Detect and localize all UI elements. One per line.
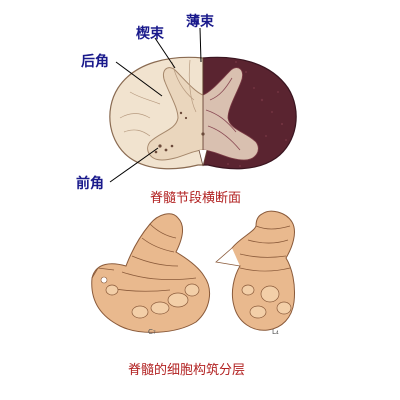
cross-section: 楔束 薄束 后角 前角 bbox=[76, 13, 297, 192]
label-hou-jiao: 后角 bbox=[81, 53, 109, 70]
central-canal bbox=[201, 132, 205, 136]
qian-jiao-leader-line bbox=[109, 147, 159, 183]
label-qian-jiao: 前角 bbox=[76, 175, 104, 192]
xie-shu-leader-line bbox=[154, 37, 176, 69]
bo-shu-leader-line bbox=[199, 27, 202, 63]
anterior-median-fissure bbox=[198, 149, 208, 167]
hou-jiao-leader-line bbox=[115, 61, 163, 97]
lamina-diagram-lumbar: L₄ bbox=[215, 210, 295, 336]
caption-lamina: 脊髓的细胞构筑分层 bbox=[128, 362, 245, 378]
cross-section-left-half bbox=[109, 56, 203, 170]
label-bo-shu: 薄束 bbox=[186, 13, 215, 30]
caption-cross-section: 脊髓节段横断面 bbox=[150, 191, 241, 206]
lamina-diagram-cervical: C₇ bbox=[91, 213, 211, 336]
segment-label-cervical: C₇ bbox=[148, 328, 156, 336]
segment-label-lumbar: L₄ bbox=[272, 328, 279, 336]
label-xie-shu: 楔束 bbox=[136, 25, 165, 42]
cross-section-right-half bbox=[203, 56, 297, 170]
